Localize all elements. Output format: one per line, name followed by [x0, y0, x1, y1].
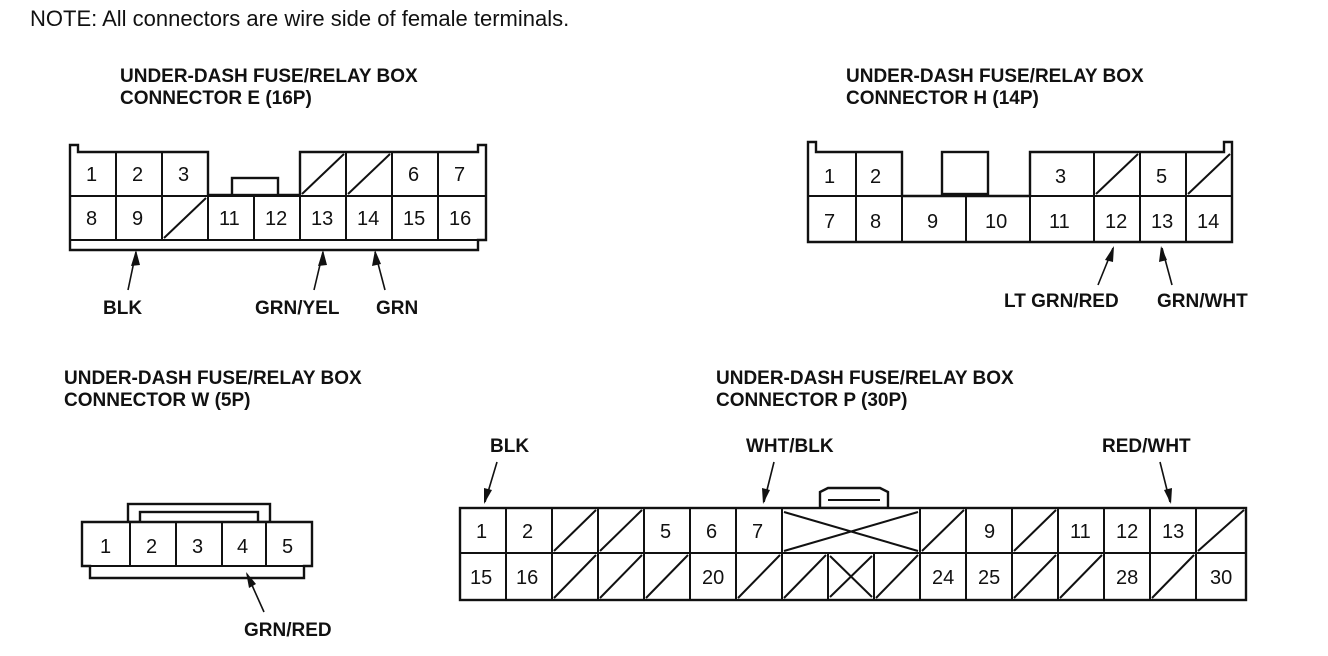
pin-label: 7 [454, 164, 465, 186]
connector-w-title-line1: UNDER-DASH FUSE/RELAY BOX [64, 368, 362, 389]
pin-label: 3 [1055, 166, 1066, 188]
pin-label: 6 [706, 521, 717, 543]
pin-label: 3 [192, 536, 203, 558]
pin-label: 15 [403, 208, 425, 230]
connector-p-title-line1: UNDER-DASH FUSE/RELAY BOX [716, 368, 1014, 389]
pin-label: 13 [1151, 211, 1173, 233]
pin-label: 14 [1197, 211, 1219, 233]
note-text: NOTE: All connectors are wire side of fe… [30, 6, 569, 31]
pin-label: 9 [132, 208, 143, 230]
wire-label: GRN/RED [244, 620, 332, 641]
pin-label: 12 [1116, 521, 1138, 543]
pin-label: 28 [1116, 567, 1138, 589]
arrow-icon [313, 250, 327, 291]
pin-label: 30 [1210, 567, 1232, 589]
pin-label: 20 [702, 567, 724, 589]
wire-label: BLK [103, 298, 142, 319]
pin-label: 1 [86, 164, 97, 186]
connector-e-title-line2: CONNECTOR E (16P) [120, 88, 312, 109]
pin-label: 13 [1162, 521, 1184, 543]
pin-label: 16 [516, 567, 538, 589]
pin-label: 15 [470, 567, 492, 589]
pin-label: 12 [265, 208, 287, 230]
wire-label: GRN/YEL [255, 298, 340, 319]
arrow-icon [372, 250, 386, 291]
pin-label: 7 [752, 521, 763, 543]
pin-label: 9 [927, 211, 938, 233]
pin-label: 9 [984, 521, 995, 543]
pin-label: 11 [1049, 211, 1070, 233]
pin-label: 5 [282, 536, 293, 558]
pin-label: 25 [978, 567, 1000, 589]
arrow-icon [1159, 461, 1172, 504]
pin-label: 10 [985, 211, 1007, 233]
arrow-icon [484, 461, 498, 504]
connector-h-title-line1: UNDER-DASH FUSE/RELAY BOX [846, 66, 1144, 87]
pin-label: 2 [522, 521, 533, 543]
pin-label: 3 [178, 164, 189, 186]
wire-label: LT GRN/RED [1004, 291, 1119, 312]
pin-label: 1 [100, 536, 111, 558]
connector-p-title-line2: CONNECTOR P (30P) [716, 390, 907, 411]
pin-label: 13 [311, 208, 333, 230]
pin-label: 5 [1156, 166, 1167, 188]
connector-p: UNDER-DASH FUSE/RELAY BOX CONNECTOR P (3… [458, 368, 1248, 602]
connector-p-body [458, 486, 1248, 602]
pin-label: 2 [870, 166, 881, 188]
arrow-icon [127, 250, 140, 291]
pin-label: 6 [408, 164, 419, 186]
pin-label: 7 [824, 211, 835, 233]
connector-h: UNDER-DASH FUSE/RELAY BOX CONNECTOR H (1… [806, 66, 1248, 312]
pin-label: 12 [1105, 211, 1127, 233]
pin-label: 16 [449, 208, 471, 230]
pin-label: 11 [1070, 521, 1091, 543]
connector-e-body [68, 143, 488, 252]
pin-label: 24 [932, 567, 954, 589]
wire-label: GRN/WHT [1157, 291, 1248, 312]
pin-label: 14 [357, 208, 379, 230]
arrow-icon [1159, 246, 1173, 286]
wire-label: GRN [376, 298, 418, 319]
pin-label: 4 [237, 536, 248, 558]
pin-label: 11 [219, 208, 240, 230]
connector-h-title-line2: CONNECTOR H (14P) [846, 88, 1039, 109]
pin-label: 8 [86, 208, 97, 230]
pin-label: 1 [476, 521, 487, 543]
pin-label: 1 [824, 166, 835, 188]
pin-label: 8 [870, 211, 881, 233]
wire-label: WHT/BLK [746, 436, 834, 457]
connector-w: UNDER-DASH FUSE/RELAY BOX CONNECTOR W (5… [64, 368, 362, 641]
pin-label: 2 [132, 164, 143, 186]
arrow-icon [246, 572, 265, 613]
connector-w-title-line2: CONNECTOR W (5P) [64, 390, 250, 411]
connector-e: UNDER-DASH FUSE/RELAY BOX CONNECTOR E (1… [68, 66, 488, 319]
wire-label: RED/WHT [1102, 436, 1191, 457]
connector-e-title-line1: UNDER-DASH FUSE/RELAY BOX [120, 66, 418, 87]
connector-h-body [806, 140, 1234, 244]
arrow-icon [1097, 246, 1114, 286]
connector-w-body [80, 502, 314, 580]
arrow-icon [762, 461, 775, 504]
pin-label: 5 [660, 521, 671, 543]
wire-label: BLK [490, 436, 529, 457]
pin-label: 2 [146, 536, 157, 558]
